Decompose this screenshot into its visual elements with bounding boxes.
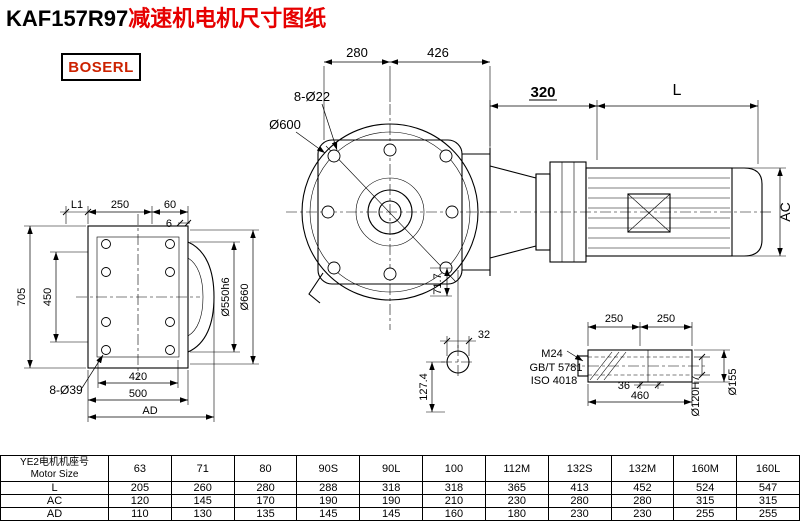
dim-426: 426 <box>427 45 449 60</box>
dim-d120h7: Ø120H7 <box>690 376 702 417</box>
housing-profile <box>187 241 215 353</box>
dim-500: 500 <box>129 388 147 400</box>
row-label-L: L <box>0 481 109 495</box>
table-header-en: Motor Size <box>30 468 79 480</box>
shaft-geometry <box>568 349 706 383</box>
label-gb-standard: GB/T 5781 <box>530 362 583 374</box>
dim-6: 6 <box>166 218 172 230</box>
table-size-col: 71 <box>170 455 235 482</box>
label-8-d39: 8-Ø39 <box>49 383 83 397</box>
table-size-col: 112M <box>484 455 549 482</box>
dim-d550h6: Ø550h6 <box>220 277 232 316</box>
table-header-cn: YE2电机机座号 <box>20 456 89 468</box>
dim-420: 420 <box>129 371 147 383</box>
flange-view: L1 250 60 6 705 450 8-Ø39 420 <box>16 199 259 422</box>
table-cell: 524 <box>673 481 738 495</box>
table-size-col: 90L <box>359 455 424 482</box>
front-view-dimensions: 280 426 8-Ø22 Ø600 71.7 <box>269 45 491 297</box>
table-cell: 205 <box>108 481 172 495</box>
table-size-col: 80 <box>233 455 298 482</box>
dim-127-4: 127.4 <box>418 373 430 401</box>
dim-250-b: 250 <box>657 313 675 325</box>
motor-dimensions: 320 L AC <box>489 82 793 257</box>
table-row-L: L 205 260 280 288 318 318 365 413 452 52… <box>0 481 800 495</box>
table-cell: 145 <box>170 494 235 508</box>
table-size-col: 63 <box>108 455 172 482</box>
motor-size-table: YE2电机机座号 Motor Size 63 71 80 90S 90L 100… <box>0 455 800 521</box>
front-view: 280 426 8-Ø22 Ø600 71.7 <box>269 45 494 348</box>
table-cell: 280 <box>233 481 298 495</box>
dim-d155: Ø155 <box>727 369 739 396</box>
flange-bolt-holes <box>101 239 175 355</box>
dim-705: 705 <box>16 288 28 306</box>
terminal-box <box>627 193 671 233</box>
flange-view-dimensions: L1 250 60 6 705 450 8-Ø39 420 <box>16 199 259 422</box>
shaft-section-view: 32 127.4 <box>418 329 490 413</box>
front-bolt-holes <box>321 143 459 281</box>
table-cell: 365 <box>484 481 549 495</box>
dim-ad: AD <box>142 405 157 417</box>
title-subject: 减速机电机尺寸图纸 <box>128 6 327 31</box>
dim-250-a: 250 <box>605 313 623 325</box>
dim-l: L <box>673 82 682 99</box>
dim-36: 36 <box>618 380 630 392</box>
motor-fins <box>588 177 730 249</box>
flange-view-geometry <box>76 214 215 380</box>
dim-280: 280 <box>346 45 368 60</box>
dim-32: 32 <box>478 329 490 341</box>
dim-250-top: 250 <box>111 199 129 211</box>
shaft-dimensions: 250 250 M24 GB/T 5781 ISO 4018 36 460 Ø1… <box>530 313 740 416</box>
table-cell: 120 <box>108 494 172 508</box>
table-size-col: 160M <box>673 455 738 482</box>
table-header-row: YE2电机机座号 Motor Size 63 71 80 90S 90L 100… <box>0 455 800 482</box>
table-cell: 318 <box>359 481 424 495</box>
brand-logo-text: BOSERL <box>68 58 134 76</box>
dim-460: 460 <box>631 390 649 402</box>
title-model: KAF157R97 <box>6 6 129 31</box>
table-cell: 280 <box>610 494 675 508</box>
label-m24: M24 <box>541 348 562 360</box>
output-shaft-view: 250 250 M24 GB/T 5781 ISO 4018 36 460 Ø1… <box>530 313 740 416</box>
label-d600: Ø600 <box>269 117 301 132</box>
table-size-col: 160L <box>736 455 800 482</box>
dim-71-7: 71.7 <box>432 273 444 294</box>
table-cell: 315 <box>673 494 738 508</box>
table-cell: 190 <box>359 494 424 508</box>
brand-logo: BOSERL <box>61 53 141 81</box>
table-cell: 413 <box>547 481 612 495</box>
table-header-motor-size: YE2电机机座号 Motor Size <box>0 455 109 482</box>
table-size-col: 132M <box>610 455 675 482</box>
table-cell: 452 <box>610 481 675 495</box>
table-cell: 190 <box>296 494 361 508</box>
table-cell: 547 <box>736 481 800 495</box>
table-cell: 230 <box>484 494 549 508</box>
table-cell: 170 <box>233 494 298 508</box>
table-cell: 260 <box>170 481 235 495</box>
page-title: KAF157R97减速机电机尺寸图纸 <box>6 1 326 33</box>
table-cell: 318 <box>422 481 486 495</box>
table-cell: 280 <box>547 494 612 508</box>
label-iso-standard: ISO 4018 <box>531 375 577 387</box>
dim-l1: L1 <box>71 199 83 211</box>
label-8-d22: 8-Ø22 <box>294 89 330 104</box>
motor-geometry <box>462 148 772 276</box>
row-label-AC: AC <box>0 494 109 508</box>
dim-60: 60 <box>164 199 176 211</box>
dim-320: 320 <box>530 84 555 101</box>
table-size-col: 132S <box>547 455 612 482</box>
table-row-AC: AC 120 145 170 190 190 210 230 280 280 3… <box>0 494 800 508</box>
table-size-col: 100 <box>422 455 486 482</box>
dim-ac: AC <box>777 202 793 221</box>
table-size-col: 90S <box>296 455 361 482</box>
dim-d660: Ø660 <box>239 284 251 311</box>
table-cell: 288 <box>296 481 361 495</box>
table-cell: 315 <box>736 494 800 508</box>
motor-view: 320 L AC <box>462 82 793 276</box>
dim-450: 450 <box>42 288 54 306</box>
table-cell: 210 <box>422 494 486 508</box>
front-view-geometry <box>286 104 494 348</box>
